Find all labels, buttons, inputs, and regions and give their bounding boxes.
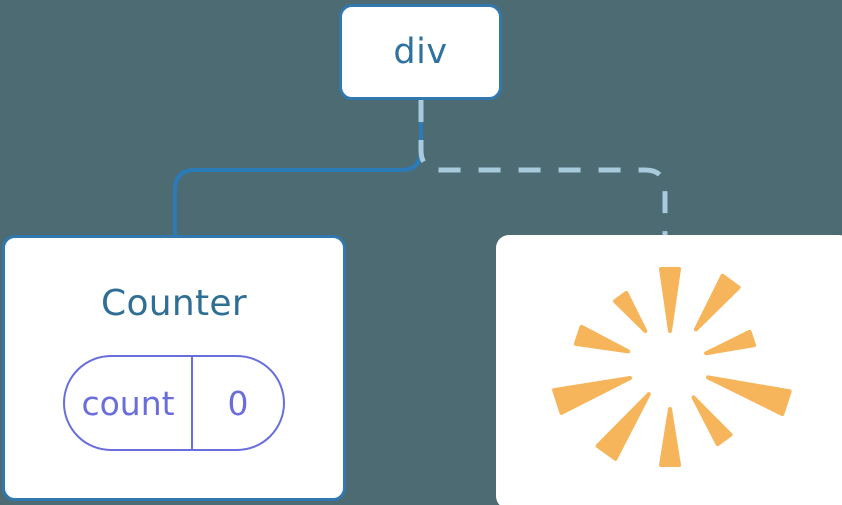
burst-ray-7 xyxy=(552,376,633,415)
node-counter-label: Counter xyxy=(101,283,247,324)
burst-ray-5 xyxy=(659,407,681,467)
node-div-label: div xyxy=(393,31,448,72)
node-counter[interactable]: Counter count 0 xyxy=(2,235,346,501)
state-value-label: 0 xyxy=(227,383,249,423)
burst-ray-4 xyxy=(691,395,733,447)
burst-ray-2 xyxy=(704,329,756,356)
burst-ray-3 xyxy=(706,375,792,417)
state-pill-count[interactable]: count 0 xyxy=(63,355,285,451)
state-key-label: count xyxy=(65,357,193,449)
burst-icon xyxy=(552,267,792,467)
burst-ray-9 xyxy=(613,290,648,333)
node-burst[interactable] xyxy=(496,235,842,505)
burst-ray-8 xyxy=(573,324,631,354)
burst-ray-0 xyxy=(659,267,681,333)
node-div[interactable]: div xyxy=(339,4,502,100)
edge-div-to-counter xyxy=(173,98,423,239)
burst-ray-6 xyxy=(595,392,651,461)
burst-ray-1 xyxy=(693,273,741,332)
edge-div-to-burst xyxy=(418,100,668,237)
